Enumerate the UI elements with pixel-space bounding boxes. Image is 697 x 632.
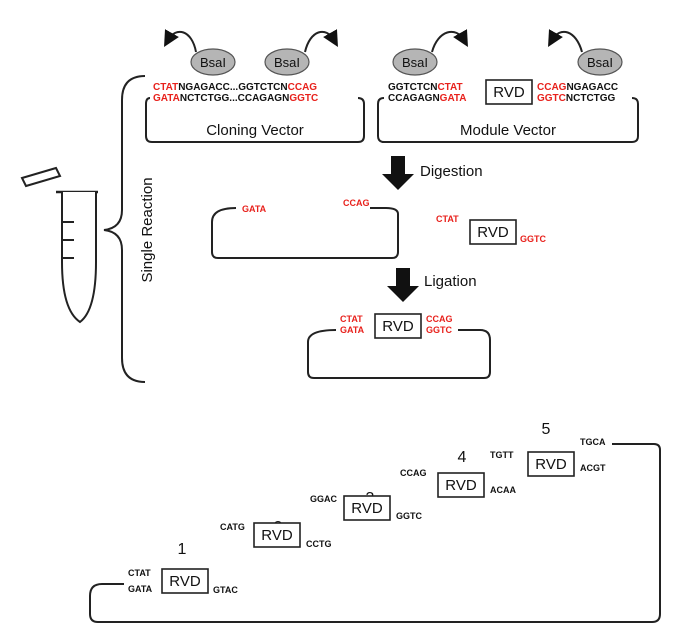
module-1-rvd-label: RVD (169, 573, 201, 590)
tube-icon (20, 166, 98, 324)
digestion-label: Digestion (420, 163, 483, 180)
module-3-left: GGAC (310, 494, 338, 504)
cloning-vector-bottom-seq: GATANCTCTGG...CCAGAGNGGTC (153, 93, 318, 104)
cloning-vector-backbone (145, 97, 365, 143)
assembly-module-3: 3 GGAC RVD GGTC (310, 490, 422, 521)
ligation-label: Ligation (424, 273, 477, 290)
module-number-1: 1 (178, 541, 187, 558)
module-1-rvd-box (161, 568, 209, 594)
bsai-oval-4 (577, 48, 623, 76)
module-1-right: GTAC (213, 585, 238, 595)
ligated-bottom-right: GGTC (426, 325, 452, 335)
module-5-rvd-box (527, 451, 575, 477)
digested-vector-left: GATA (242, 204, 267, 214)
assembly-module-2: 2 CATG RVD CCTG (220, 519, 332, 549)
cloning-vector-label: Cloning Vector (206, 122, 304, 139)
digested-vector-backbone (211, 207, 399, 259)
module-5-left: TGTT (490, 450, 514, 460)
module-5-right: ACGT (580, 463, 606, 473)
module-4-right: ACAA (490, 485, 516, 495)
curved-arrow-1 (164, 29, 197, 53)
ligated-top-right: CCAG (426, 314, 453, 324)
bsai-oval-1 (190, 48, 236, 76)
module-number-5: 5 (542, 421, 551, 438)
module-2-left: CATG (220, 522, 245, 532)
module-vector-label: Module Vector (460, 122, 556, 139)
module-2-right: CCTG (306, 539, 332, 549)
module-3-rvd-box (343, 495, 391, 521)
cloning-vector: BsaI BsaI CTATNGAGACC...GGTCTCNCCAG GATA… (145, 29, 365, 143)
module-1-left-bottom: GATA (128, 584, 153, 594)
module-4-rvd-label: RVD (445, 477, 477, 494)
ligated-backbone (307, 329, 491, 379)
module-5-rvd-label: RVD (535, 456, 567, 473)
module-4-rvd-box (437, 472, 485, 498)
ligated-bottom-left: GATA (340, 325, 365, 335)
module-2-rvd-box (253, 522, 301, 548)
module-1-left-top: CTAT (128, 568, 151, 578)
ligation-step: Ligation CTAT GATA RVD CCAG GGTC (307, 268, 491, 379)
module-top-left-seq: GGTCTCNCTAT (388, 82, 463, 93)
bsai-oval-3 (392, 48, 438, 76)
digested-vector-right: CCAG (343, 198, 370, 208)
fragment-right-seq: GGTC (520, 234, 546, 244)
assembly-module-1: 1 CTAT GATA RVD GTAC (128, 541, 238, 595)
assembly-module-5: 5 TGTT RVD ACGT TGCA (490, 421, 606, 477)
curved-arrow-4 (548, 29, 583, 53)
module-vector-backbone (377, 97, 639, 143)
bsai-label-1: BsaI (200, 55, 226, 70)
module-rvd-label: RVD (493, 84, 525, 101)
module-vector: BsaI BsaI GGTCTCNCTAT CCAGAGNGATA RVD CC… (377, 29, 639, 143)
module-4-left: CCAG (400, 468, 427, 478)
bsai-oval-2 (264, 48, 310, 76)
fragment-rvd-label: RVD (477, 224, 509, 241)
fragment-left-seq: CTAT (436, 214, 459, 224)
assembly-backbone (89, 443, 661, 623)
ligated-rvd-label: RVD (382, 318, 414, 335)
module-3-rvd-label: RVD (351, 500, 383, 517)
module-rvd-box (485, 79, 533, 105)
module-top-right-seq: CCAGNGAGACC (537, 82, 618, 93)
single-reaction-label: Single Reaction (139, 177, 156, 282)
assembly-module-4: 4 CCAG RVD ACAA (400, 449, 516, 498)
ligated-rvd-box (374, 313, 422, 339)
bsai-label-3: BsaI (402, 55, 428, 70)
digestion-arrow-icon (382, 156, 414, 190)
module-bottom-right-seq: GGTCNCTCTGG (537, 93, 616, 104)
module-5-end: TGCA (580, 437, 606, 447)
assembly: 1 CTAT GATA RVD GTAC 2 CATG RVD CCTG 3 G… (89, 421, 661, 623)
cloning-vector-top-seq: CTATNGAGACC...GGTCTCNCCAG (153, 82, 317, 93)
ligation-arrow-icon (387, 268, 419, 302)
module-3-right: GGTC (396, 511, 422, 521)
bsai-label-2: BsaI (274, 55, 300, 70)
ligated-top-left: CTAT (340, 314, 363, 324)
curved-arrow-3 (431, 29, 468, 53)
fragment-rvd-box (469, 219, 517, 245)
module-bottom-left-seq: CCAGAGNGATA (388, 93, 467, 104)
module-number-4: 4 (458, 449, 467, 466)
bsai-label-4: BsaI (587, 55, 613, 70)
reaction-bracket (103, 75, 146, 383)
digestion-step: Digestion GATA CCAG CTAT RVD GGTC (211, 156, 546, 259)
module-2-rvd-label: RVD (261, 527, 293, 544)
curved-arrow-2 (304, 29, 338, 53)
